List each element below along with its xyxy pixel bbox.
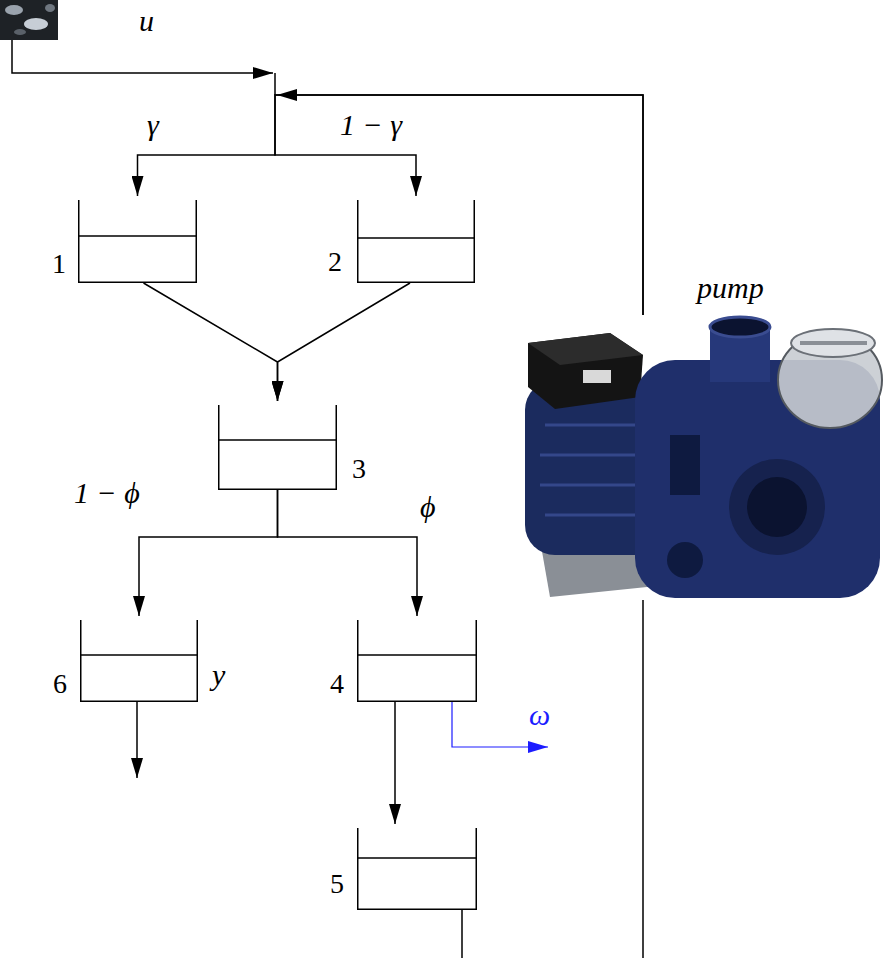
tank: 2 <box>357 200 475 283</box>
tank-number: 3 <box>352 455 366 483</box>
tank-outline <box>80 620 198 702</box>
flow-connector <box>278 283 411 401</box>
water-level <box>357 857 477 859</box>
water-level <box>357 654 477 656</box>
tank-outline <box>78 200 197 283</box>
flow-connector <box>275 95 643 315</box>
tank: 1 <box>78 200 197 283</box>
signal-name: y <box>212 660 225 690</box>
tank-outline <box>357 200 475 283</box>
tank-outline <box>218 405 337 490</box>
signal-name: u <box>137 4 156 37</box>
tank-number: 2 <box>328 248 342 276</box>
flow-connector <box>138 95 644 315</box>
flow-fraction: ϕ <box>418 490 438 523</box>
tank-wall <box>358 200 475 282</box>
flow-connector <box>278 490 418 616</box>
tank-number: 4 <box>330 670 344 698</box>
pump-unit: pump <box>525 315 884 600</box>
tank: 3 <box>218 405 337 490</box>
tank-wall <box>358 620 477 701</box>
tank-wall <box>358 828 477 909</box>
tank: 5 <box>357 828 477 910</box>
tank: 6y <box>80 620 198 702</box>
feed-line <box>274 73 276 95</box>
pump-picture <box>525 315 884 600</box>
tank-number: 5 <box>330 870 344 898</box>
tank-number: 6 <box>53 670 67 698</box>
flow-fraction: γ <box>145 108 161 141</box>
flow-connector <box>139 490 278 616</box>
flow-fraction: 1 − γ <box>338 108 404 141</box>
tank: 4 <box>357 620 477 702</box>
outflow-line <box>136 702 138 778</box>
tank-wall <box>81 620 198 701</box>
tank-wall <box>219 405 337 489</box>
water-level <box>357 237 475 239</box>
inflow-line <box>12 40 273 73</box>
flow-fraction: 1 − ϕ <box>72 476 142 509</box>
tank-outline <box>357 620 477 702</box>
tank-wall <box>79 200 197 282</box>
water-level <box>80 654 198 656</box>
tank-number: 1 <box>52 250 66 278</box>
flow-connector <box>462 600 643 958</box>
signal-name: ω <box>527 698 552 731</box>
tank-outline <box>357 828 477 910</box>
rain-image <box>0 0 58 40</box>
water-level <box>218 439 337 441</box>
part-name: pump <box>697 273 764 303</box>
flow-connector <box>144 283 278 401</box>
flow-connector <box>394 702 396 824</box>
water-level <box>78 235 197 237</box>
